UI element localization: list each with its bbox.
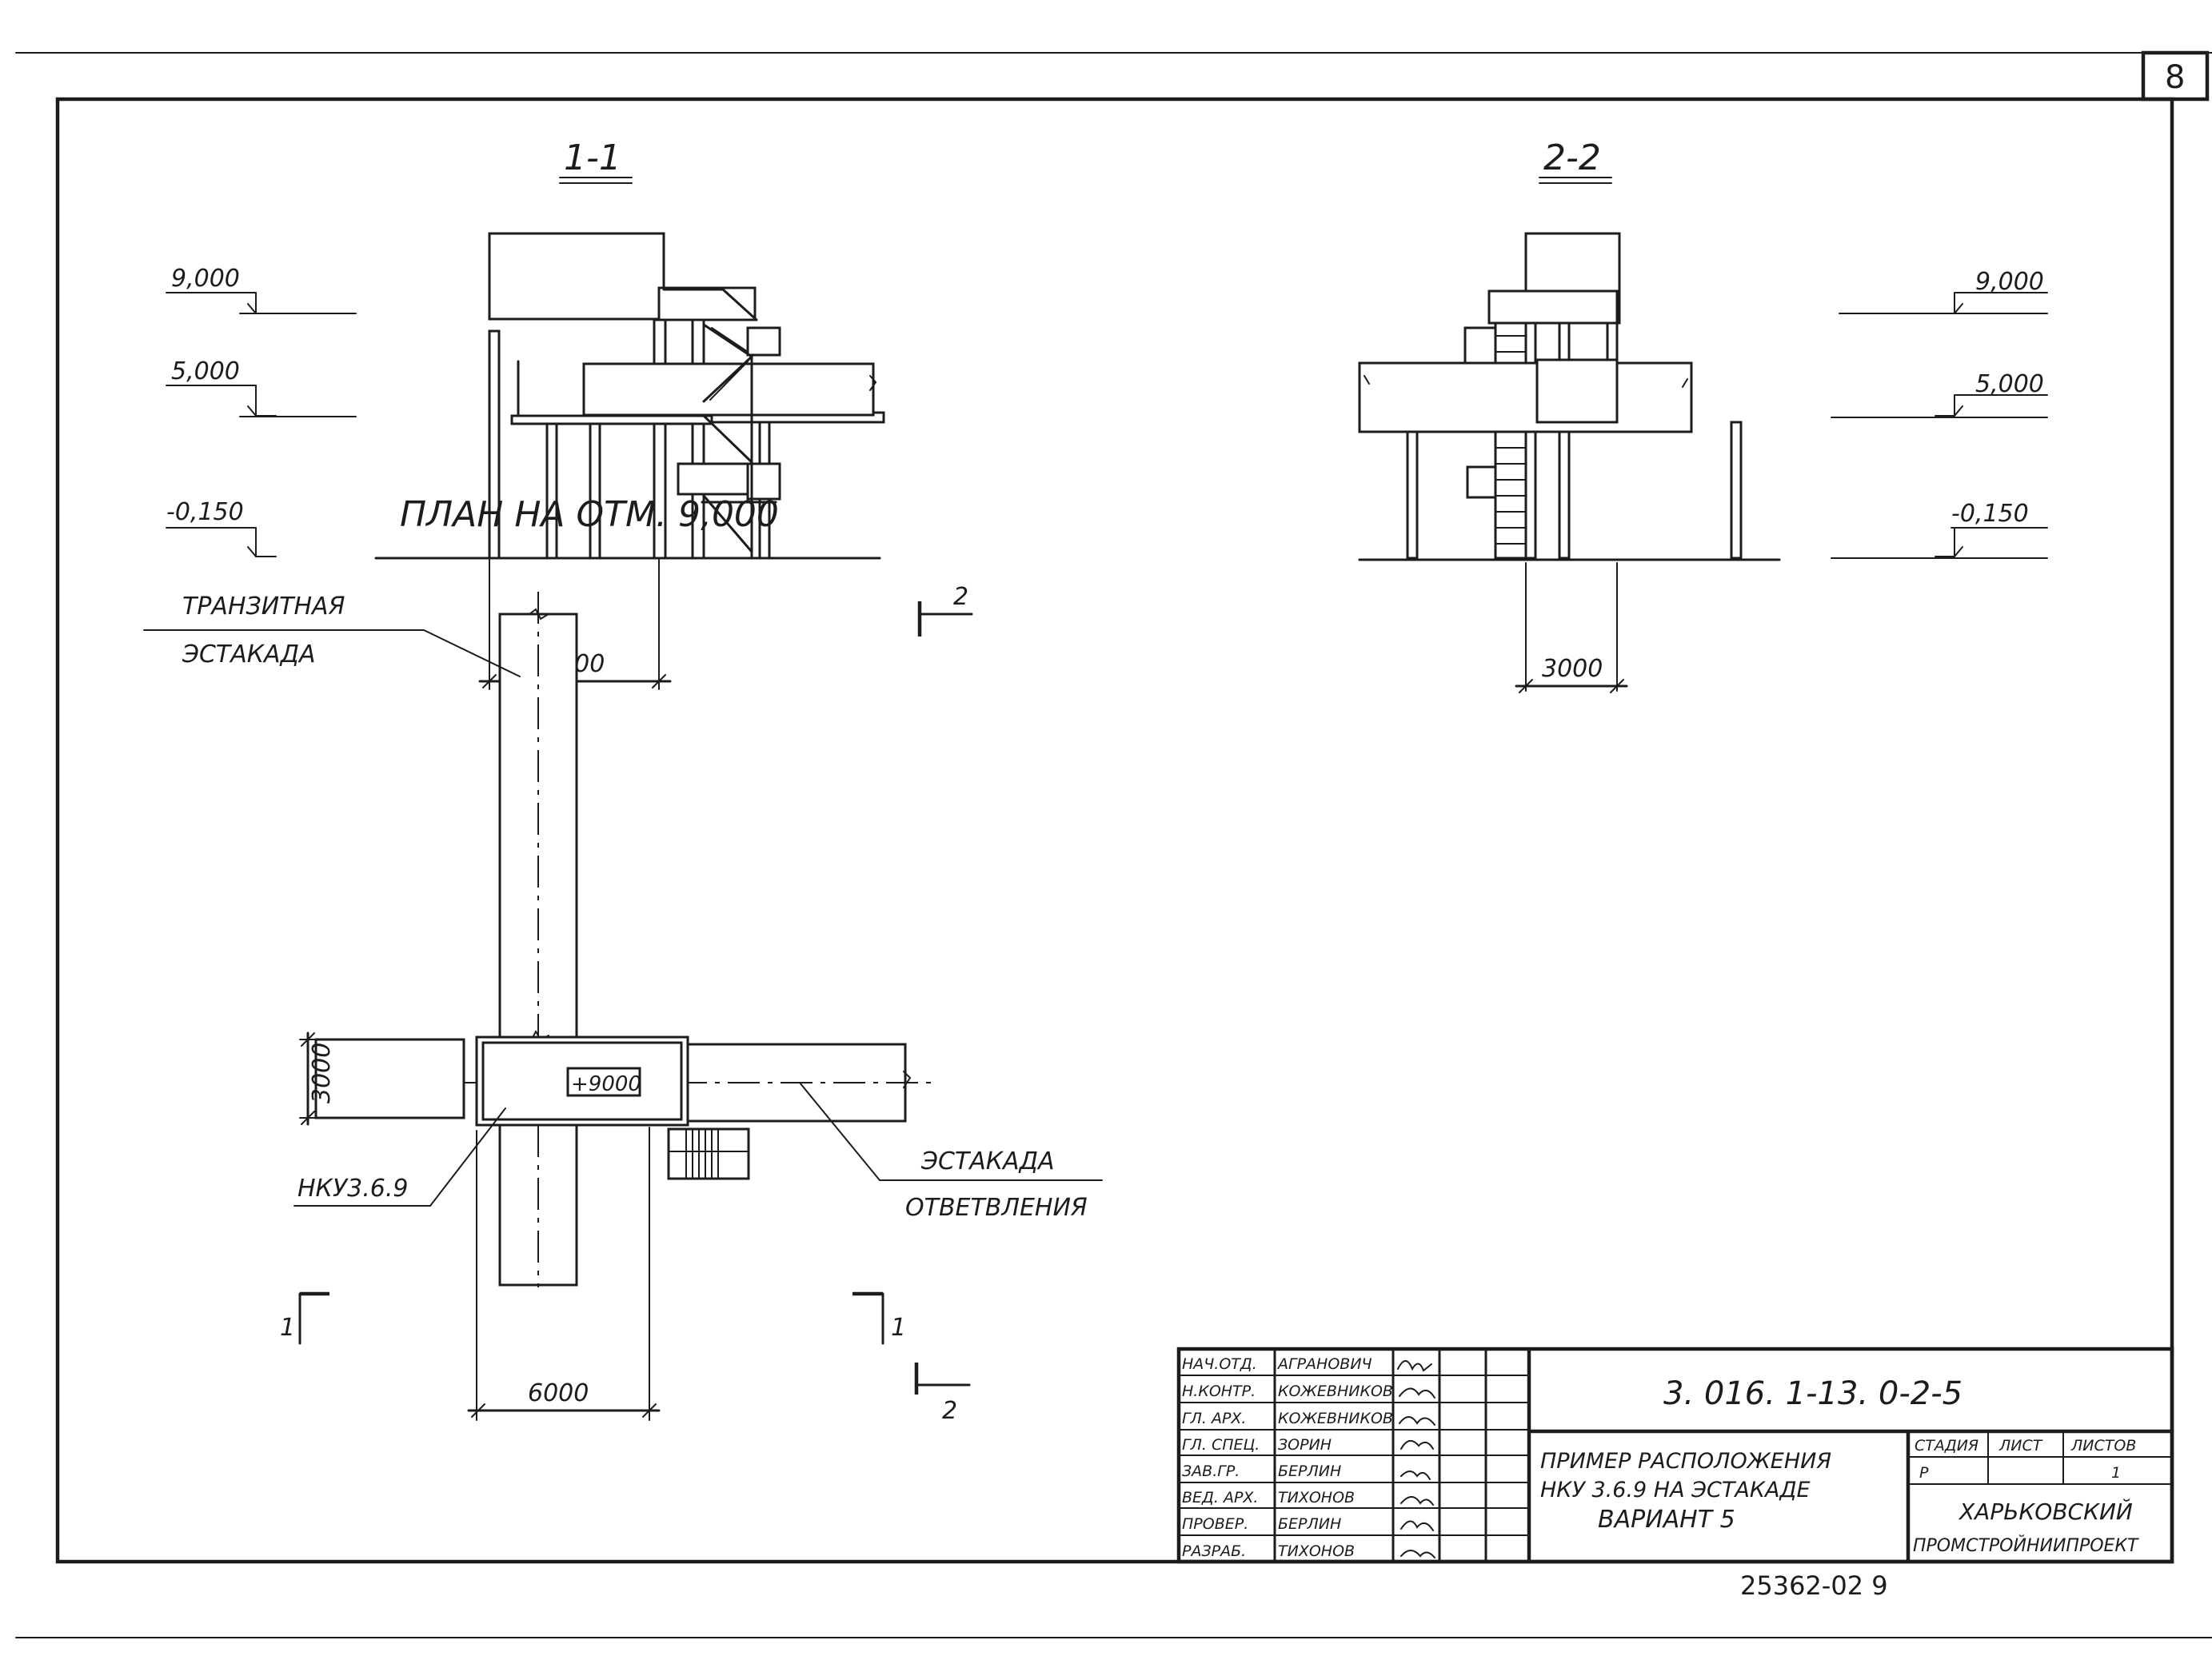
col-sheet: ЛИСТ (1998, 1437, 2043, 1454)
cut-mark-1-right: 1 (852, 1291, 906, 1345)
section-2-2-title: 2-2 (1543, 138, 1601, 178)
plan-stair (667, 1127, 750, 1180)
name-2: КОЖЕВНИКОВ (1278, 1383, 1393, 1400)
drawing-title-line3: ВАРИАНТ 5 (1598, 1506, 1735, 1534)
elevation-tag: +9000 (571, 1072, 641, 1096)
trestle-s2 (1358, 361, 1693, 433)
cut-mark-2-top: 2 (917, 583, 973, 636)
level-ground-label-s2: -0,150 (1951, 500, 2029, 528)
name-4: ЗОРИН (1278, 1436, 1332, 1454)
plan-view: ПЛАН НА ОТМ. 9,000 +9000 (143, 494, 1103, 1425)
sheet-number: 8 (2165, 59, 2185, 96)
cut-mark-1-left: 1 (280, 1291, 329, 1345)
org-line2: ПРОМСТРОЙНИИПРОЕКТ (1913, 1535, 2139, 1556)
signatures (1397, 1360, 1435, 1558)
role-7: ПРОВЕР. (1182, 1515, 1248, 1533)
title-block: НАЧ.ОТД. Н.КОНТР. ГЛ. АРХ. ГЛ. СПЕЦ. ЗАВ… (1176, 1347, 2174, 1601)
cut-mark-2-bottom: 2 (914, 1363, 971, 1425)
name-1: АГРАНОВИЧ (1276, 1355, 1372, 1373)
level-top-label-s1: 9,000 (171, 265, 240, 293)
name-7: БЕРЛИН (1278, 1515, 1341, 1533)
plan-title: ПЛАН НА ОТМ. 9,000 (400, 494, 779, 535)
cut-1-left-label: 1 (280, 1314, 295, 1342)
nku-unit-s1 (488, 232, 665, 321)
elevation-tag-box (566, 1067, 641, 1097)
name-8: ТИХОНОВ (1278, 1542, 1355, 1560)
drawing-title-line2: НКУ 3.6.9 НА ЭСТАКАДЕ (1540, 1478, 1811, 1502)
plan-dimension-vertical: 3000 (308, 1043, 336, 1103)
role-1: НАЧ.ОТД. (1182, 1355, 1257, 1373)
col-stage: СТАДИЯ (1915, 1437, 1978, 1454)
level-ground-label-s1: -0,150 (166, 498, 244, 526)
document-code: 3. 016. 1-13. 0-2-5 (1663, 1375, 1962, 1412)
role-4: ГЛ. СПЕЦ. (1182, 1436, 1260, 1454)
branch-label-line1: ЭСТАКАДА (920, 1147, 1055, 1175)
level-top-label-s2: 9,000 (1975, 268, 2044, 296)
role-8: РАЗРАБ. (1182, 1542, 1246, 1560)
org-line1: ХАРЬКОВСКИЙ (1958, 1498, 2133, 1525)
section-1-1-title: 1-1 (564, 138, 621, 178)
name-3: КОЖЕВНИКОВ (1278, 1410, 1393, 1427)
col-sheets: ЛИСТОВ (2070, 1437, 2136, 1454)
role-5: ЗАВ.ГР. (1182, 1462, 1240, 1480)
cut-1-right-label: 1 (891, 1314, 906, 1342)
transit-label-line1: ТРАНЗИТНАЯ (182, 593, 345, 621)
section-2-2-dimension: 3000 (1542, 655, 1603, 683)
section-1-1: 1-1 9,000 5,000 -0,150 (166, 138, 885, 690)
val-sheets: 1 (2111, 1464, 2121, 1482)
sheet-number-box: 8 (2141, 50, 2210, 102)
level-mid-label-s1: 5,000 (171, 357, 240, 385)
plan-dimension-horizontal: 6000 (528, 1379, 589, 1407)
sheet-frame (55, 97, 2174, 1564)
role-3: ГЛ. АРХ. (1182, 1410, 1246, 1427)
section-2-2: 2-2 (1358, 138, 2048, 693)
role-6: ВЕД. АРХ. (1182, 1489, 1258, 1506)
nku-label: НКУ3.6.9 (297, 1175, 408, 1203)
val-stage: Р (1919, 1464, 1929, 1482)
name-6: ТИХОНОВ (1278, 1489, 1355, 1506)
trestle-s1 (582, 362, 875, 417)
archive-number: 25362-02 9 (1740, 1570, 1888, 1601)
cut-2-bottom-label: 2 (942, 1397, 957, 1425)
role-2: Н.КОНТР. (1182, 1383, 1256, 1400)
cut-2-top-label: 2 (953, 583, 968, 611)
transit-label-line2: ЭСТАКАДА (182, 640, 316, 668)
name-5: БЕРЛИН (1278, 1462, 1341, 1480)
branch-label-line2: ОТВЕТВЛЕНИЯ (905, 1194, 1088, 1222)
drawing-title-line1: ПРИМЕР РАСПОЛОЖЕНИЯ (1540, 1449, 1831, 1474)
level-mid-label-s2: 5,000 (1975, 370, 2044, 398)
